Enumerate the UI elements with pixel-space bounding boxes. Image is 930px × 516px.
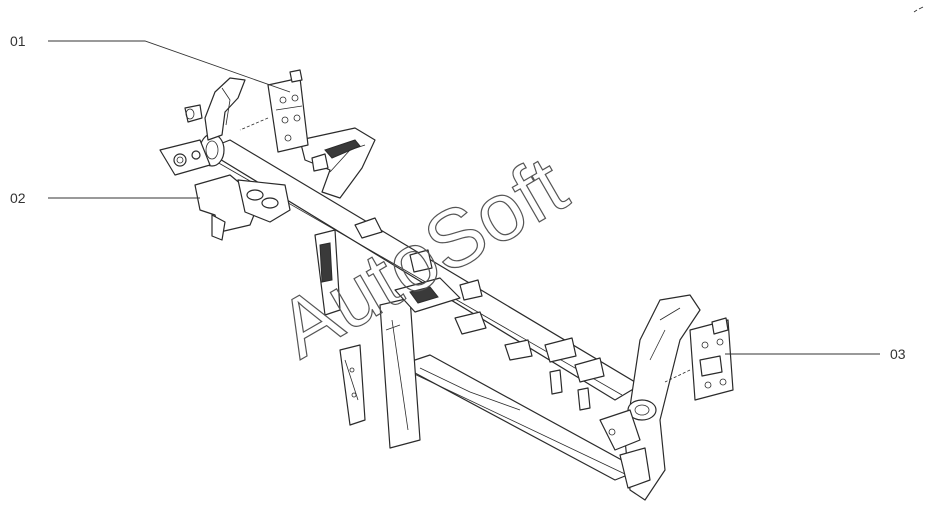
callout-01-label: 01 bbox=[10, 33, 26, 49]
callout-02-label: 02 bbox=[10, 190, 26, 206]
callout-01: 01 bbox=[10, 33, 291, 93]
callout-02: 02 bbox=[10, 190, 200, 206]
center-vertical-supports bbox=[314, 217, 605, 449]
corner-mark bbox=[913, 6, 924, 13]
callout-03: 03 bbox=[725, 346, 906, 362]
left-end-bracket-assembly bbox=[159, 77, 291, 241]
callout-03-label: 03 bbox=[890, 346, 906, 362]
upper-center-bracket bbox=[299, 127, 376, 199]
right-end-bracket-assembly bbox=[599, 294, 701, 501]
part-03-bracket bbox=[664, 317, 734, 401]
part-01-bracket bbox=[239, 69, 309, 153]
callout-01-leader bbox=[48, 40, 291, 93]
